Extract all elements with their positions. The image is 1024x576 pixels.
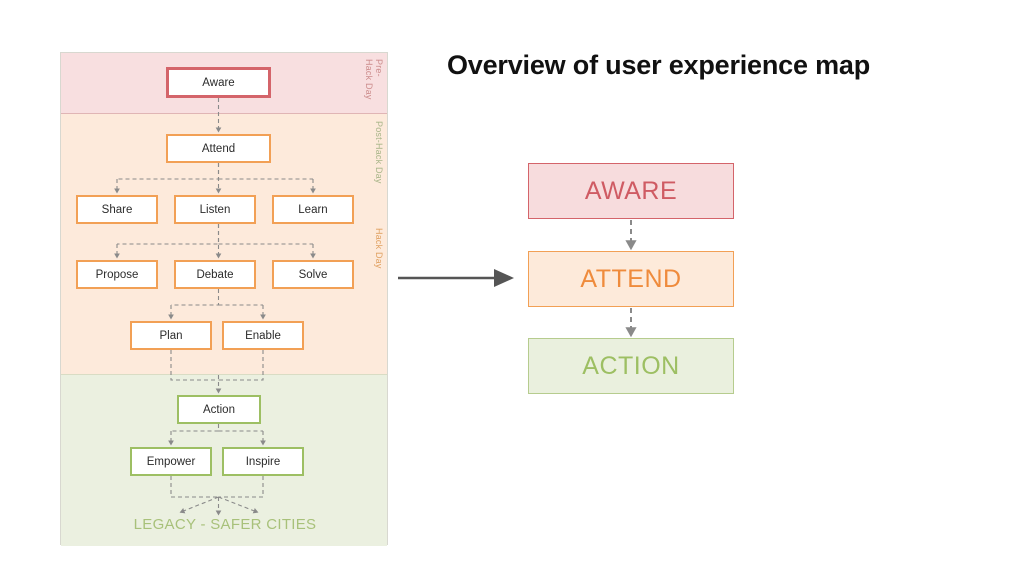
node-plan[interactable]: Plan	[130, 321, 212, 350]
node-inspire[interactable]: Inspire	[222, 447, 304, 476]
band-label-pre-hack-day: Pre- Hack Day	[364, 59, 384, 100]
summary-box-aware[interactable]: AWARE	[528, 163, 734, 219]
band-label-post-hack-day: Post-Hack Day	[374, 121, 384, 184]
node-learn[interactable]: Learn	[272, 195, 354, 224]
summarizes-arrow-icon	[398, 269, 514, 287]
band-label-hack-day: Hack Day	[374, 228, 384, 269]
node-empower[interactable]: Empower	[130, 447, 212, 476]
page-title: Overview of user experience map	[447, 50, 871, 80]
user-experience-map-panel: Pre- Hack Day Hack Day Post-Hack Day	[60, 52, 388, 546]
node-solve[interactable]: Solve	[272, 260, 354, 289]
map-edges	[114, 98, 316, 516]
node-listen[interactable]: Listen	[174, 195, 256, 224]
node-propose[interactable]: Propose	[76, 260, 158, 289]
summary-stack: AWARE ATTEND ACTION	[528, 163, 734, 396]
node-aware[interactable]: Aware	[166, 67, 271, 98]
node-enable[interactable]: Enable	[222, 321, 304, 350]
node-debate[interactable]: Debate	[174, 260, 256, 289]
node-action[interactable]: Action	[177, 395, 261, 424]
summary-edges	[625, 220, 637, 338]
summary-box-action[interactable]: ACTION	[528, 338, 734, 394]
node-attend[interactable]: Attend	[166, 134, 271, 163]
outcome-legacy-label: LEGACY - SAFER CITIES	[133, 516, 317, 533]
node-share[interactable]: Share	[76, 195, 158, 224]
summary-box-attend[interactable]: ATTEND	[528, 251, 734, 307]
